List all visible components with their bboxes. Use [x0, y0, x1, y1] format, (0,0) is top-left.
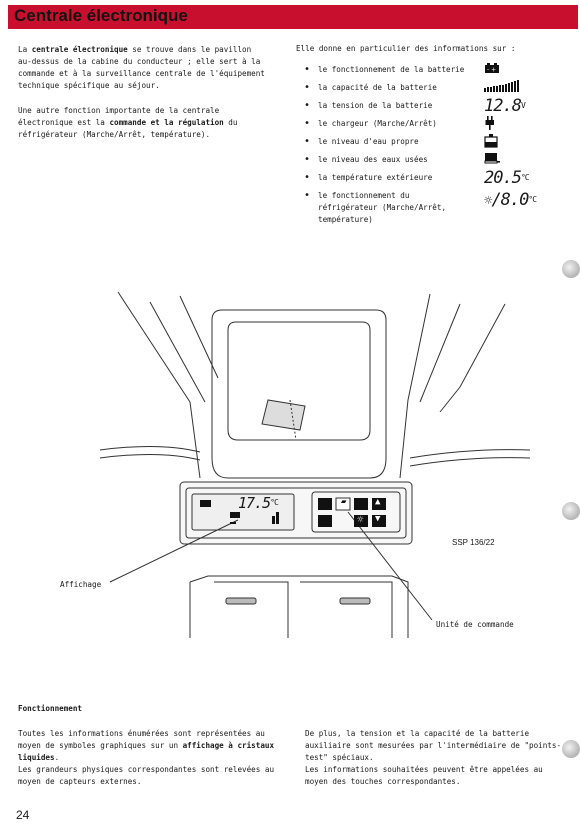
list-item: la capacité de la batterie — [304, 80, 574, 100]
list-item: le fonctionnement de la batterie - + — [304, 62, 574, 82]
svg-text:- +: - + — [487, 67, 496, 74]
intro-paragraph: La centrale électronique se trouve dans … — [18, 45, 265, 90]
triangle-down-icon[interactable]: ▼ — [375, 514, 381, 524]
voltage-readout: 12.8V — [484, 96, 526, 116]
list-item: le fonctionnement du réfrigérateur (Marc… — [304, 190, 574, 230]
margin-marker — [562, 502, 580, 520]
fridge-readout: ☼/8.0°C — [484, 190, 537, 210]
control-unit-label: Unité de commande — [436, 620, 514, 629]
cabin-drawing — [99, 291, 531, 638]
cabin-illustration: 17.5°C ▲ ▼ ☼ ▰ SSP 136/22 Affichage Unit… — [0, 282, 580, 642]
info-list: le fonctionnement de la batterie - + la … — [304, 62, 574, 230]
margin-marker — [562, 740, 580, 758]
section-left-text: Toutes les informations énumérées sont r… — [18, 729, 275, 786]
section-title: Fonctionnement — [18, 704, 83, 713]
section-right-text: De plus, la tension et la capacité de la… — [305, 729, 562, 786]
fresh-water-tank-icon — [484, 134, 498, 152]
left-column: La centrale électronique se trouve dans … — [18, 44, 268, 141]
sun-icon[interactable]: ☼ — [357, 513, 364, 526]
waste-water-tank-icon — [484, 152, 500, 170]
list-item: le niveau des eaux usées — [304, 152, 574, 172]
page-number: 24 — [16, 808, 30, 822]
display-label: Affichage — [60, 580, 102, 589]
header-bar — [8, 5, 578, 29]
ssp-reference: SSP 136/22 — [452, 538, 495, 547]
info-intro: Elle donne en particulier des informatio… — [296, 44, 516, 53]
margin-marker — [562, 260, 580, 278]
list-item: le chargeur (Marche/Arrêt) — [304, 116, 574, 136]
list-item: la tension de la batterie 12.8V — [304, 96, 574, 118]
sun-icon: ☼ — [484, 193, 493, 209]
outside-temperature-readout: 20.5°C — [484, 168, 530, 188]
list-item: la température extérieure 20.5°C — [304, 168, 574, 190]
charger-plug-icon — [484, 116, 496, 134]
triangle-up-icon[interactable]: ▲ — [375, 497, 381, 507]
lcd-temperature-readout: 17.5°C — [238, 494, 279, 512]
thermometer-icon[interactable]: ▰ — [341, 497, 347, 507]
battery-icon: - + — [484, 62, 500, 78]
page-title: Centrale électronique — [14, 6, 188, 25]
function-paragraph: Une autre fonction importante de la cent… — [18, 106, 238, 139]
capacity-bars-icon — [484, 80, 524, 96]
list-item: le niveau d'eau propre — [304, 134, 574, 154]
